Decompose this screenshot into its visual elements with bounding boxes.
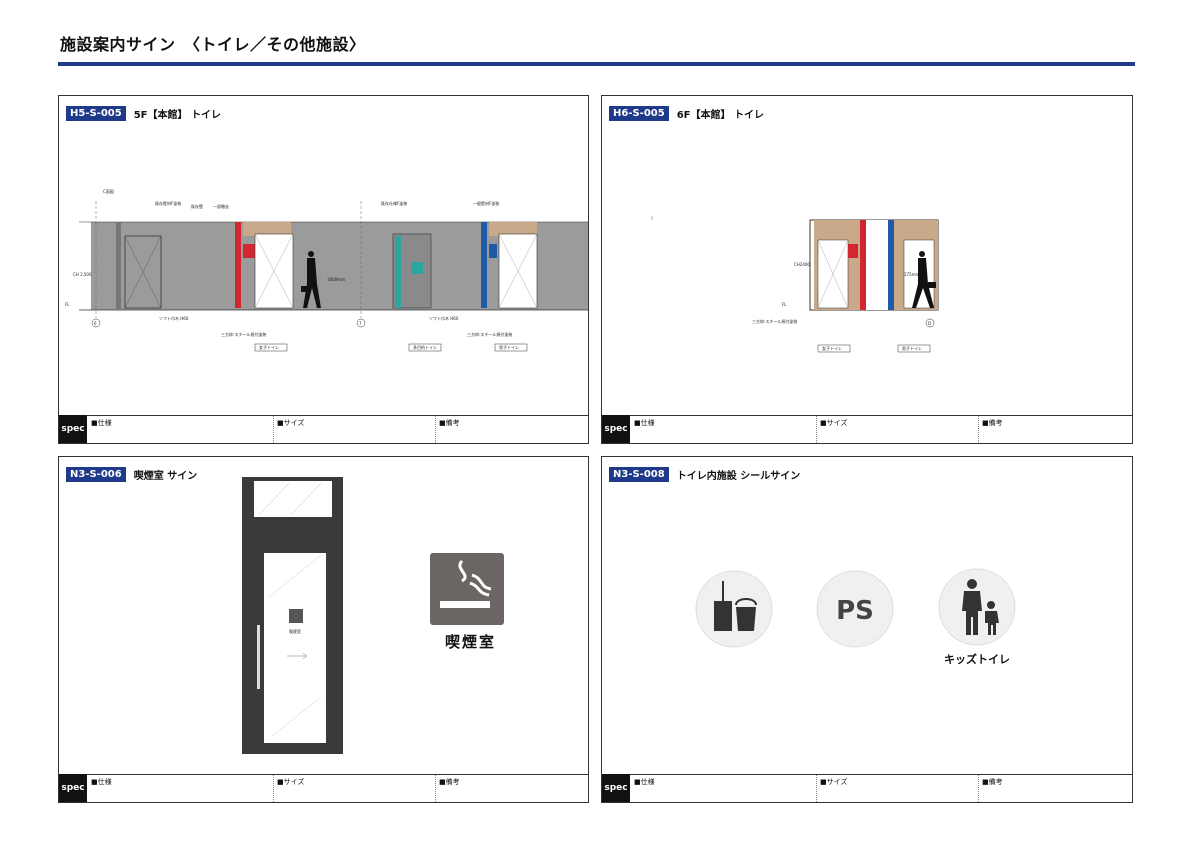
annotation: 一部撤去 bbox=[213, 203, 229, 209]
spec-bar: spec ■仕様 ■サイズ ■備考 bbox=[59, 774, 588, 802]
panel-title: 5F【本館】 トイレ bbox=[133, 110, 221, 121]
grid-d: D bbox=[928, 321, 931, 326]
fl-label: FL bbox=[65, 302, 70, 307]
grid-6: 6 bbox=[94, 321, 97, 326]
male-sign-band bbox=[888, 220, 894, 310]
page-title: 施設案内サイン 〈トイレ／その他施設〉 bbox=[60, 35, 366, 54]
elevation-drawing-6f: CH2400 FL 175mm D 三方枠:スチール焼付塗装 女子トイレ 男子ト… bbox=[651, 216, 939, 353]
spec-bar: spec ■仕様 ■サイズ ■備考 bbox=[59, 415, 588, 443]
annotation: 既存壁 bbox=[191, 203, 203, 209]
female-sign-band bbox=[860, 220, 866, 310]
panel-code: N3-S-008 bbox=[609, 467, 669, 482]
spec-bar: spec ■仕様 ■サイズ ■備考 bbox=[602, 415, 1132, 443]
spec-field: ■仕様 bbox=[634, 778, 655, 786]
female-sign-band bbox=[235, 222, 241, 308]
annotation: 一般壁材F塗装 bbox=[473, 200, 499, 206]
note-field: ■備考 bbox=[439, 419, 460, 427]
spec-field: ■仕様 bbox=[91, 419, 112, 427]
note-field: ■備考 bbox=[982, 419, 1003, 427]
tag-male: 男子トイレ bbox=[902, 345, 922, 351]
annotation: 既存壁材F塗装 bbox=[155, 200, 181, 206]
annotation: ソフト巾木 H60 bbox=[429, 315, 459, 321]
smoking-room-door: 喫煙室 bbox=[242, 477, 504, 754]
tag-female: 女子トイレ bbox=[822, 345, 842, 351]
elevation-drawing-5f: C面図 既存壁材F塗装 既存壁 一部撤去 既存仕様F塗装 一般壁材F塗装 CH … bbox=[65, 189, 588, 352]
tag-male: 男子トイレ bbox=[499, 344, 519, 350]
panel-header: H6-S-005 6F【本館】 トイレ bbox=[609, 106, 764, 121]
panel-n3-s-006: N3-S-006 喫煙室 サイン 喫煙室 喫煙室 spec ■仕様 ■サイズ ■… bbox=[58, 456, 589, 803]
height-label: CH2400 bbox=[794, 262, 810, 267]
spec-tag: spec bbox=[602, 774, 630, 802]
spec-tag: spec bbox=[602, 415, 630, 443]
wood-panel-1 bbox=[243, 222, 291, 236]
accessible-sign bbox=[411, 262, 423, 274]
panel-code: N3-S-006 bbox=[66, 467, 126, 482]
panel-code: H6-S-005 bbox=[609, 106, 669, 121]
fl-label: FL bbox=[782, 302, 787, 307]
spec-bar: spec ■仕様 ■サイズ ■備考 bbox=[602, 774, 1132, 802]
person-silhouette-1 bbox=[301, 251, 321, 308]
door-handle bbox=[257, 625, 260, 689]
annotation: 既存仕様F塗装 bbox=[381, 200, 407, 206]
panel-h5-s-005: H5-S-005 5F【本館】 トイレ bbox=[58, 95, 589, 444]
annotation: 三方枠:スチール焼付塗装 bbox=[467, 331, 512, 337]
size-field: ■サイズ bbox=[277, 778, 305, 786]
panel-header: N3-S-008 トイレ内施設 シールサイン bbox=[609, 467, 800, 482]
height-label: CH 2,500 bbox=[73, 272, 92, 277]
panel-title: 喫煙室 サイン bbox=[133, 471, 198, 482]
size-field: ■サイズ bbox=[820, 778, 848, 786]
panel-title: トイレ内施設 シールサイン bbox=[676, 471, 801, 482]
male-sign-band bbox=[481, 222, 487, 308]
smoking-room-label: 喫煙室 bbox=[445, 633, 497, 651]
annotation: 三方枠:スチール焼付塗装 bbox=[752, 318, 797, 324]
title-rule bbox=[58, 62, 1135, 66]
female-pictogram bbox=[848, 244, 858, 258]
seal-icons: PS bbox=[695, 568, 1016, 648]
person-silhouette-2 bbox=[912, 251, 936, 308]
accessible-band bbox=[395, 236, 401, 308]
cigarette-icon bbox=[458, 559, 492, 597]
smoking-sign bbox=[430, 553, 504, 625]
kids-toilet-label: キッズトイレ bbox=[944, 653, 1010, 666]
corner-label: C面図 bbox=[103, 189, 114, 194]
spec-field: ■仕様 bbox=[634, 419, 655, 427]
panel-header: H5-S-005 5F【本館】 トイレ bbox=[66, 106, 221, 121]
dimension-label: 175mm bbox=[904, 272, 920, 277]
broom-bucket-icon bbox=[695, 570, 773, 648]
panel-title: 6F【本館】 トイレ bbox=[676, 110, 764, 121]
size-field: ■サイズ bbox=[820, 419, 848, 427]
wood-panel-2 bbox=[489, 222, 537, 236]
door-sign-label: 喫煙室 bbox=[289, 628, 301, 634]
ps-text: PS bbox=[836, 596, 874, 626]
annotation: 三方枠:スチール焼付塗装 bbox=[221, 331, 266, 337]
spec-field: ■仕様 bbox=[91, 778, 112, 786]
grid-7: 7 bbox=[359, 321, 362, 326]
ps-icon bbox=[816, 570, 894, 648]
male-pictogram bbox=[489, 244, 497, 258]
spec-tag: spec bbox=[59, 774, 87, 802]
note-field: ■備考 bbox=[982, 778, 1003, 786]
panel-n3-s-008: N3-S-008 トイレ内施設 シールサイン PS キッズトイレ spec ■仕… bbox=[601, 456, 1133, 803]
annotation: ソフト巾木 H60 bbox=[159, 315, 189, 321]
door-storage bbox=[124, 235, 162, 309]
panel-header: N3-S-006 喫煙室 サイン bbox=[66, 467, 197, 482]
spec-tag: spec bbox=[59, 415, 87, 443]
panel-h6-s-005: H6-S-005 6F【本館】 トイレ CH2400 FL 175mm D 三方… bbox=[601, 95, 1133, 444]
female-pictogram bbox=[243, 244, 255, 258]
tag-female: 女子トイレ bbox=[259, 344, 279, 350]
dimension-label: 1800mm bbox=[327, 277, 345, 282]
note-field: ■備考 bbox=[439, 778, 460, 786]
size-field: ■サイズ bbox=[277, 419, 305, 427]
door-smoke-sign bbox=[289, 609, 303, 623]
tag-accessible: 多目的トイレ bbox=[413, 344, 437, 350]
panel-code: H5-S-005 bbox=[66, 106, 126, 121]
